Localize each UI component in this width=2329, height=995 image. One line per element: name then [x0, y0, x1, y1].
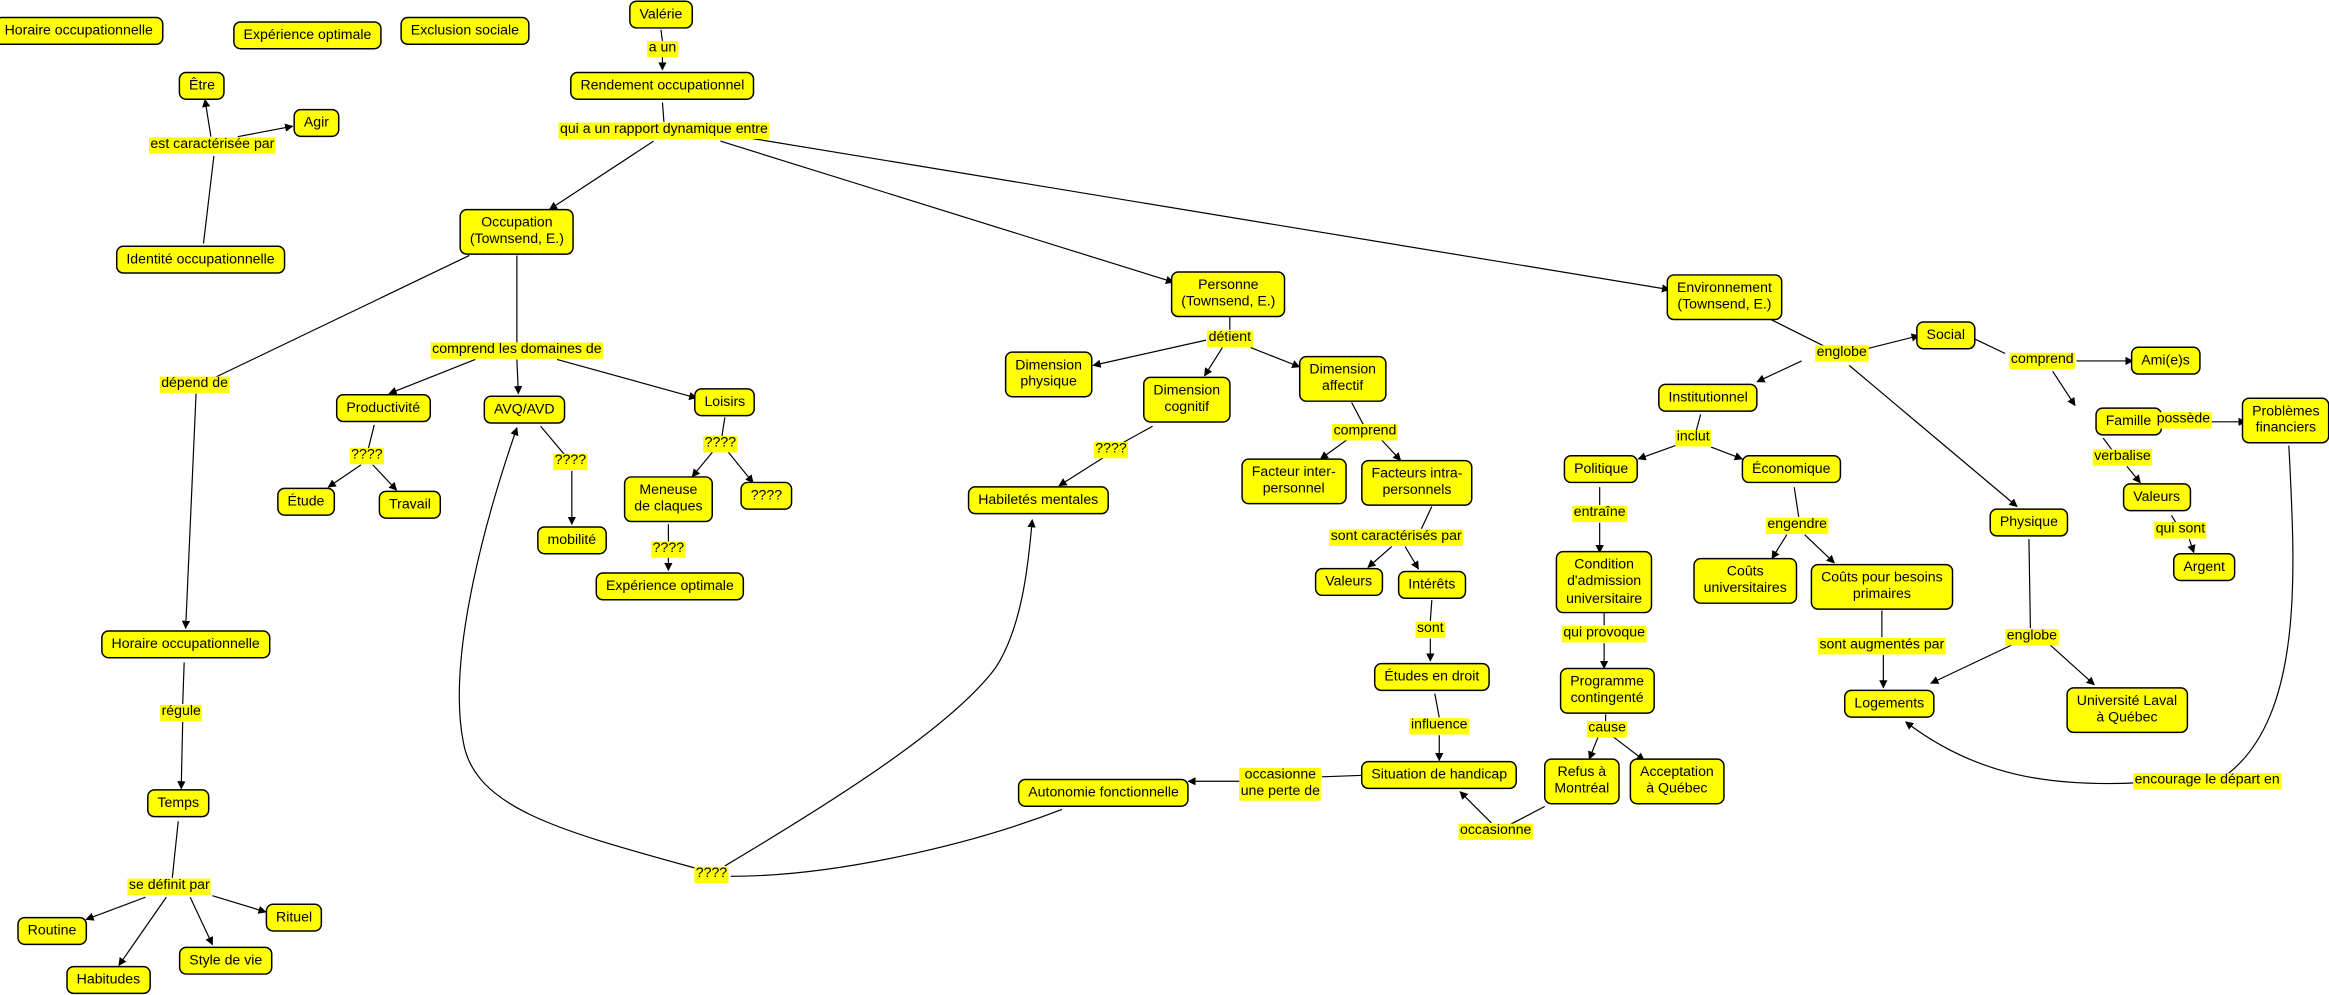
concept-node[interactable]: Agir	[293, 108, 340, 138]
linking-phrase[interactable]: cause	[1586, 719, 1628, 738]
concept-node[interactable]: Famille	[2095, 407, 2162, 437]
concept-node[interactable]: Social	[1916, 321, 1976, 351]
concept-node[interactable]: Style de vie	[178, 946, 273, 976]
linking-phrase[interactable]: entraîne	[1572, 504, 1628, 523]
concept-node[interactable]: Programme contingenté	[1559, 667, 1655, 714]
concept-node[interactable]: mobilité	[537, 526, 607, 556]
linking-phrase[interactable]: engendre	[1765, 516, 1829, 534]
concept-node[interactable]: Horaire occupationnelle	[0, 16, 164, 46]
concept-node[interactable]: Rendement occupationnel	[570, 71, 755, 101]
linking-phrase[interactable]: possède	[2155, 410, 2212, 429]
concept-node[interactable]: Être	[178, 71, 226, 101]
linking-phrase[interactable]: encourage le départ en	[2133, 771, 2282, 790]
concept-node[interactable]: Dimension physique	[1004, 351, 1093, 398]
concept-node[interactable]: Meneuse de claques	[623, 476, 713, 522]
concept-node[interactable]: Coûts pour besoins primaires	[1810, 563, 1954, 610]
link-lines	[85, 29, 2294, 967]
concept-node[interactable]: Intérêts	[1397, 570, 1466, 600]
linking-phrase[interactable]: englobe	[1815, 343, 1869, 362]
concept-node[interactable]: Acceptation à Québec	[1629, 758, 1725, 805]
linking-phrase[interactable]: englobe	[2005, 627, 2059, 646]
concept-node[interactable]: Facteur inter- personnel	[1241, 458, 1347, 505]
concept-node[interactable]: Refus à Montréal	[1543, 758, 1620, 805]
linking-phrase[interactable]: sont	[1415, 620, 1446, 638]
concept-node[interactable]: Étude	[277, 487, 335, 517]
concept-node[interactable]: Valeurs	[2122, 483, 2191, 512]
concept-node[interactable]: Expérience optimale	[595, 572, 745, 602]
linking-phrase[interactable]: ????	[1093, 440, 1129, 459]
concept-node[interactable]: Politique	[1563, 454, 1639, 484]
linking-phrase[interactable]: qui sont	[2154, 520, 2207, 539]
concept-node[interactable]: Université Laval à Québec	[2066, 687, 2188, 733]
concept-node[interactable]: Institutionnel	[1658, 383, 1759, 413]
concept-node[interactable]: Études en droit	[1373, 662, 1490, 692]
linking-phrase[interactable]: occasionne une perte de	[1239, 766, 1322, 801]
linking-phrase[interactable]: ????	[553, 452, 588, 471]
linking-phrase[interactable]: occasionne	[1458, 822, 1533, 840]
concept-node[interactable]: Ami(e)s	[2130, 346, 2201, 376]
linking-phrase[interactable]: dépend de	[159, 375, 230, 393]
linking-phrase[interactable]: ????	[651, 539, 686, 558]
linking-phrase[interactable]: comprend les domaines de	[430, 340, 604, 359]
concept-node[interactable]: Loisirs	[694, 388, 756, 417]
concept-node[interactable]: Dimension affectif	[1298, 355, 1387, 402]
linking-phrase[interactable]: a un	[647, 39, 678, 58]
concept-node[interactable]: Facteurs intra- personnels	[1361, 459, 1473, 506]
concept-node[interactable]: Économique	[1741, 454, 1841, 484]
concept-node[interactable]: Physique	[1989, 508, 2069, 538]
linking-phrase[interactable]: qui a un rapport dynamique entre	[558, 121, 770, 139]
concept-node[interactable]: Rituel	[265, 903, 323, 933]
concept-node[interactable]: Productivité	[335, 394, 431, 423]
concept-node[interactable]: Valérie	[629, 0, 693, 30]
linking-phrase[interactable]: sont caractérisés par	[1329, 528, 1464, 546]
linking-phrase[interactable]: inclut	[1675, 428, 1712, 447]
concept-node[interactable]: Exclusion sociale	[400, 16, 530, 46]
concept-node[interactable]: Autonomie fonctionnelle	[1017, 778, 1190, 808]
concept-node[interactable]: Valeurs	[1314, 567, 1383, 597]
concept-node[interactable]: Identité occupationnelle	[115, 245, 286, 275]
concept-node[interactable]: Argent	[2172, 552, 2236, 582]
concept-node[interactable]: ????	[740, 481, 793, 511]
concept-node[interactable]: Situation de handicap	[1360, 760, 1518, 790]
linking-phrase[interactable]: qui provoque	[1561, 624, 1647, 643]
concept-node[interactable]: Occupation (Townsend, E.)	[459, 208, 575, 255]
concept-node[interactable]: Travail	[378, 490, 442, 520]
linking-phrase[interactable]: comprend	[2009, 351, 2076, 370]
concept-node[interactable]: Routine	[17, 916, 87, 946]
linking-phrase[interactable]: verbalise	[2092, 447, 2153, 466]
linking-phrase[interactable]: régule	[160, 703, 203, 722]
concept-node[interactable]: Expérience optimale	[233, 21, 382, 51]
concept-node[interactable]: Logements	[1843, 689, 1935, 719]
concept-node[interactable]: Temps	[147, 789, 210, 818]
linking-phrase[interactable]: est caractérisée par	[148, 135, 276, 154]
concept-node[interactable]: Personne (Townsend, E.)	[1170, 271, 1286, 317]
concept-node[interactable]: Habitudes	[66, 965, 151, 995]
linking-phrase[interactable]: se définit par	[127, 877, 212, 895]
linking-phrase[interactable]: ????	[694, 865, 729, 883]
concept-node[interactable]: Coûts universitaires	[1693, 557, 1798, 604]
concept-node[interactable]: Dimension cognitif	[1143, 376, 1231, 423]
concept-node[interactable]: AVQ/AVD	[483, 395, 566, 425]
concept-node[interactable]: Habiletés mentales	[967, 486, 1109, 515]
linking-phrase[interactable]: ????	[703, 434, 738, 453]
linking-phrase[interactable]: sont augmentés par	[1818, 636, 1946, 655]
concept-node[interactable]: Condition d'admission universitaire	[1555, 550, 1653, 614]
concept-node[interactable]: Horaire occupationnelle	[101, 630, 271, 660]
linking-phrase[interactable]: influence	[1409, 716, 1469, 735]
concept-node[interactable]: Problèmes financiers	[2241, 397, 2329, 444]
linking-phrase[interactable]: comprend	[1332, 422, 1398, 441]
linking-phrase[interactable]: ????	[349, 446, 385, 465]
concept-node[interactable]: Environnement (Townsend, E.)	[1666, 274, 1783, 320]
linking-phrase[interactable]: détient	[1207, 329, 1253, 347]
